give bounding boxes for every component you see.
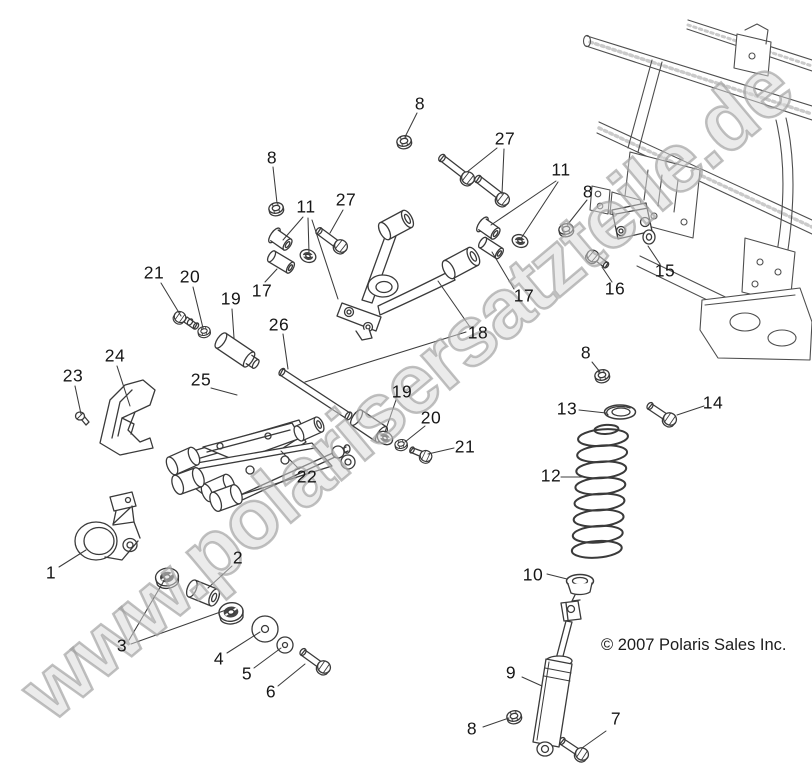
part-callout: 1: [45, 562, 57, 583]
part-callout: 8: [266, 147, 278, 168]
part-callout: 10: [522, 564, 544, 585]
spring-retainer-lower: [565, 573, 595, 602]
part-callout: 22: [296, 466, 318, 487]
bolt-27-right-2: [474, 174, 513, 211]
part-callout: 14: [702, 392, 724, 413]
part-callout: 15: [654, 260, 676, 281]
spring-retainer-upper: [603, 404, 637, 420]
upper-a-arm: [336, 209, 481, 341]
part-callout: 8: [466, 718, 478, 739]
nut-8-spring: [593, 367, 612, 385]
part-callout: 4: [213, 648, 225, 669]
part-callout: 17: [251, 280, 273, 301]
part-callout: 23: [62, 365, 84, 386]
nut-20-left: [196, 325, 212, 340]
part-callout: 24: [104, 345, 126, 366]
bushing-3b: [216, 600, 246, 627]
part-callout: 27: [335, 189, 357, 210]
nut-8-top: [395, 133, 414, 151]
bolt-7: [558, 736, 592, 766]
part-callout: 19: [391, 381, 413, 402]
part-callout: 8: [582, 181, 594, 202]
shoulder-bolt-21-right: [409, 446, 435, 466]
part-callout: 16: [604, 278, 626, 299]
bushing-set-right: [476, 216, 531, 251]
part-callout: 18: [467, 322, 489, 343]
bolt-27-right-1: [438, 153, 478, 190]
bearing-carrier: [74, 491, 141, 561]
washer-4: [251, 615, 279, 643]
shock-absorber: [532, 600, 582, 757]
frame-assembly: [582, 19, 812, 361]
bushing-set-left: [268, 227, 319, 266]
spacer-tube-left: [266, 250, 296, 274]
coil-spring: [570, 423, 629, 559]
part-callout: 19: [220, 288, 242, 309]
nut-8-left: [267, 200, 286, 218]
pivot-pin-rear: [349, 409, 396, 449]
part-callout: 17: [513, 285, 535, 306]
nut-8-shock: [505, 708, 524, 726]
mount-bracket: [611, 202, 656, 245]
bolt-14: [646, 401, 680, 431]
copyright-notice: © 2007 Polaris Sales Inc.: [601, 636, 787, 654]
nut-8-mid: [557, 221, 576, 239]
part-callout: 6: [265, 681, 277, 702]
bolt-27-left: [315, 226, 351, 258]
pivot-pin-front: [214, 332, 260, 369]
part-callout: 21: [454, 436, 476, 457]
part-callout: 7: [610, 708, 622, 729]
lower-control-arm: [165, 416, 356, 512]
part-callout: 2: [232, 547, 244, 568]
spacer-tube-right: [477, 236, 505, 260]
part-callout: 5: [241, 663, 253, 684]
part-callout: 3: [116, 635, 128, 656]
part-callout: 8: [414, 93, 426, 114]
part-callout: 27: [494, 128, 516, 149]
part-callout: 11: [296, 196, 316, 217]
part-callout: 8: [580, 342, 592, 363]
bushing-2: [185, 579, 221, 607]
stabilizer-rod: [278, 367, 353, 421]
leader-lines: [58, 112, 705, 749]
screw-23: [74, 411, 90, 426]
bushing-3a: [153, 565, 181, 591]
washer-5: [276, 636, 294, 654]
part-callout: 11: [551, 159, 571, 180]
shoulder-bolt-21-left: [170, 308, 200, 330]
part-callout: 13: [556, 398, 578, 419]
bolt-6: [299, 647, 334, 679]
part-callout: 21: [143, 262, 165, 283]
part-callout: 20: [420, 407, 442, 428]
bolt-16: [582, 246, 610, 269]
part-callout: 26: [268, 314, 290, 335]
part-callout: 9: [505, 662, 517, 683]
part-callout: 25: [190, 369, 212, 390]
guard-shield: [99, 379, 156, 456]
part-callout: 20: [179, 266, 201, 287]
part-callout: 12: [540, 465, 562, 486]
